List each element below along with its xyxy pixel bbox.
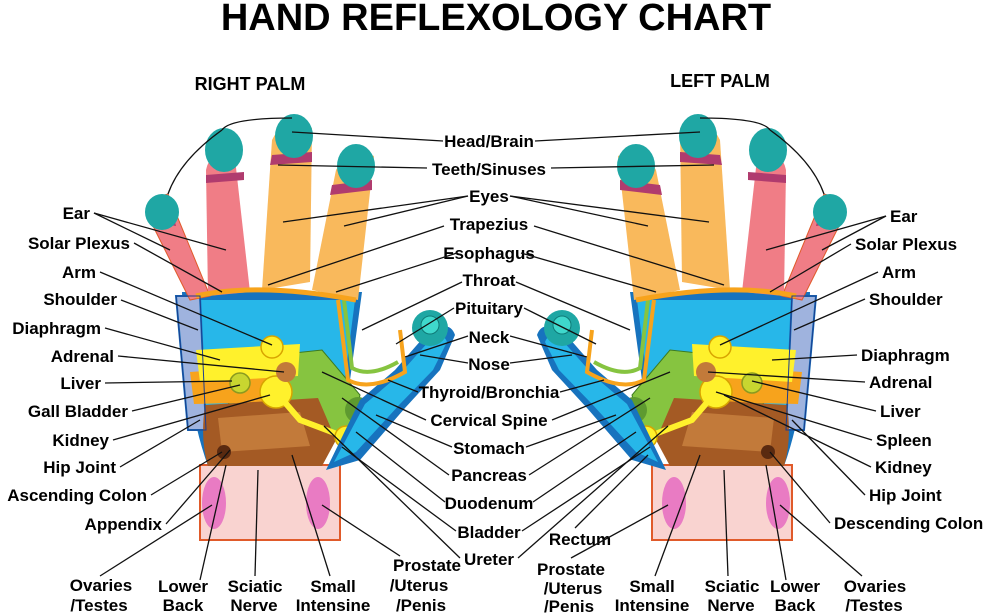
bottom-label-small-intensine-right: Small Intensine [615, 577, 690, 615]
label-nose: Nose [468, 355, 510, 374]
label-thyroid-bronchia: Thyroid/Bronchia [419, 383, 560, 402]
label-trapezius: Trapezius [450, 215, 528, 234]
label-bladder: Bladder [457, 523, 521, 542]
label-line: Intensine [615, 596, 690, 615]
bottom-label-prostate-uterus-penis-left: Prostate /Uterus /Penis [390, 556, 461, 615]
label-liver-left: Liver [60, 374, 101, 393]
label-teeth-sinuses: Teeth/Sinuses [432, 160, 546, 179]
label-line: /Uterus [390, 576, 449, 595]
label-line: Prostate [393, 556, 461, 575]
label-arm-left: Arm [62, 263, 96, 282]
label-line: Nerve [707, 596, 754, 615]
label-line: /Testes [70, 596, 127, 615]
label-hip-joint-right: Hip Joint [869, 486, 942, 505]
label-line: Ovaries [70, 576, 132, 595]
label-adrenal-right: Adrenal [869, 373, 932, 392]
label-line: /Testes [845, 596, 902, 615]
label-line: Sciatic [705, 577, 760, 596]
right-palm-title: RIGHT PALM [195, 74, 306, 94]
label-line: Ovaries [844, 577, 906, 596]
bottom-label-sciatic-nerve-right: Sciatic Nerve [705, 577, 760, 615]
label-ascending-colon: Ascending Colon [7, 486, 147, 505]
label-ureter: Ureter [464, 550, 514, 569]
label-line: Nerve [230, 596, 277, 615]
label-duodenum: Duodenum [445, 494, 534, 513]
label-line: /Penis [396, 596, 446, 615]
label-rectum: Rectum [549, 530, 611, 549]
label-line: /Uterus [544, 579, 603, 598]
label-cervical-spine: Cervical Spine [430, 411, 547, 430]
label-shoulder-right: Shoulder [869, 290, 943, 309]
label-diaphragm-right: Diaphragm [861, 346, 950, 365]
label-esophagus: Esophagus [443, 244, 535, 263]
label-liver-right: Liver [880, 402, 921, 421]
label-eyes: Eyes [469, 187, 509, 206]
label-line: Intensine [296, 596, 371, 615]
label-pancreas: Pancreas [451, 466, 527, 485]
label-shoulder-left: Shoulder [43, 290, 117, 309]
label-line: Prostate [537, 560, 605, 579]
label-line: Small [310, 577, 355, 596]
label-solar-plexus-left: Solar Plexus [28, 234, 130, 253]
label-line: Lower [770, 577, 820, 596]
label-line: Sciatic [228, 577, 283, 596]
label-spleen-right: Spleen [876, 431, 932, 450]
label-ear-left: Ear [63, 204, 91, 223]
label-kidney-left: Kidney [52, 431, 109, 450]
label-gall-bladder-left: Gall Bladder [28, 402, 129, 421]
label-line: Small [629, 577, 674, 596]
label-appendix: Appendix [85, 515, 163, 534]
leader-lines [93, 131, 887, 581]
label-head-brain: Head/Brain [444, 132, 534, 151]
bottom-label-small-intensine-left: Small Intensine [296, 577, 371, 615]
label-stomach: Stomach [453, 439, 525, 458]
label-solar-plexus-right: Solar Plexus [855, 235, 957, 254]
label-arm-right: Arm [882, 263, 916, 282]
label-diaphragm-left: Diaphragm [12, 319, 101, 338]
bottom-label-ovaries-testes-left: Ovaries /Testes [70, 576, 132, 615]
label-hip-joint-left: Hip Joint [43, 458, 116, 477]
label-ear-right: Ear [890, 207, 918, 226]
bottom-label-lower-back-right: Lower Back [770, 577, 820, 615]
label-line: Lower [158, 577, 208, 596]
label-neck: Neck [469, 328, 510, 347]
label-line: /Penis [544, 597, 594, 616]
label-adrenal-left: Adrenal [51, 347, 114, 366]
label-descending-colon: Descending Colon [834, 514, 983, 533]
label-kidney-right: Kidney [875, 458, 932, 477]
label-pituitary: Pituitary [455, 299, 524, 318]
bottom-label-sciatic-nerve-left: Sciatic Nerve [228, 577, 283, 615]
chart-title: HAND REFLEXOLOGY CHART [221, 0, 771, 39]
label-line: Back [775, 596, 816, 615]
label-line: Back [163, 596, 204, 615]
label-throat: Throat [463, 271, 516, 290]
bottom-label-lower-back-left: Lower Back [158, 577, 208, 615]
bottom-label-prostate-uterus-penis-right: Prostate /Uterus /Penis [537, 560, 605, 616]
left-palm-title: LEFT PALM [670, 71, 770, 91]
bottom-label-ovaries-testes-right: Ovaries /Testes [844, 577, 906, 615]
